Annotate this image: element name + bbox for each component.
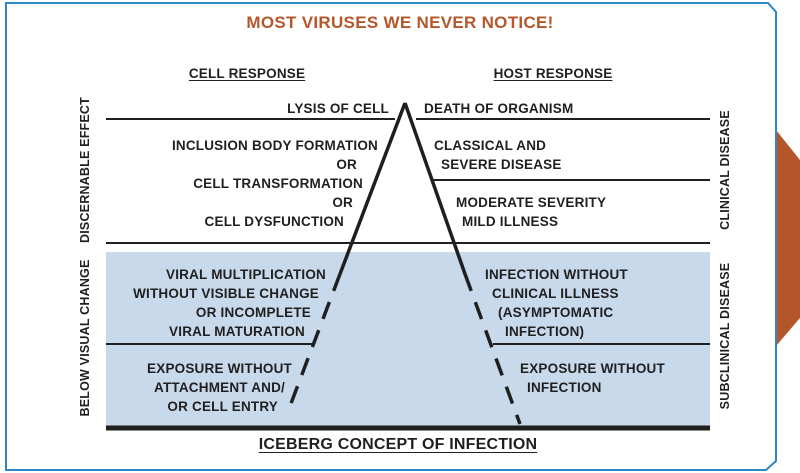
host-classical-line: SEVERE DISEASE bbox=[441, 157, 562, 172]
cell-exposure-line: OR CELL ENTRY bbox=[167, 399, 278, 414]
cell-exposure-line: EXPOSURE WITHOUT bbox=[147, 361, 292, 376]
cell-multiplication-line: VIRAL MATURATION bbox=[169, 324, 305, 339]
host-infection-line: INFECTION) bbox=[505, 324, 585, 339]
folder-tab bbox=[776, 130, 800, 346]
host-response-header: HOST RESPONSE bbox=[493, 66, 613, 81]
side-label-subclinical-disease: SUBCLINICAL DISEASE bbox=[717, 262, 732, 410]
cell-or-label: OR bbox=[332, 195, 353, 210]
cell-response-header: CELL RESPONSE bbox=[188, 66, 306, 81]
host-infection-line: INFECTION WITHOUT bbox=[485, 267, 628, 282]
iceberg-right-dashed bbox=[463, 273, 522, 425]
subclinical-region bbox=[106, 252, 710, 426]
cell-dysfunction-label: CELL DYSFUNCTION bbox=[204, 214, 344, 229]
cell-inclusion-label: INCLUSION BODY FORMATION bbox=[171, 138, 378, 153]
host-classical-line: CLASSICAL AND bbox=[434, 138, 547, 153]
cell-multiplication-line: VIRAL MULTIPLICATION bbox=[166, 267, 326, 282]
diagram-title: MOST VIRUSES WE NEVER NOTICE! bbox=[246, 13, 554, 32]
cell-exposure-line: ATTACHMENT AND/ bbox=[154, 380, 285, 395]
host-moderate-line: MODERATE SEVERITY bbox=[456, 195, 607, 210]
iceberg-right-solid bbox=[403, 102, 467, 275]
side-label-below-visual-change: BELOW VISUAL CHANGE bbox=[77, 259, 92, 417]
cell-or-label: OR bbox=[336, 157, 357, 172]
host-exposure-line: INFECTION bbox=[527, 380, 602, 395]
iceberg-left-dashed bbox=[285, 273, 342, 415]
cell-lysis-label: LYSIS OF CELL bbox=[287, 101, 389, 116]
cell-multiplication-line: WITHOUT VISIBLE CHANGE bbox=[133, 286, 319, 301]
side-label-clinical-disease: CLINICAL DISEASE bbox=[717, 110, 732, 230]
host-exposure-line: EXPOSURE WITHOUT bbox=[520, 361, 665, 376]
cell-multiplication-line: OR INCOMPLETE bbox=[195, 305, 311, 320]
host-infection-line: CLINICAL ILLNESS bbox=[492, 286, 619, 301]
host-death-label: DEATH OF ORGANISM bbox=[424, 101, 574, 116]
side-label-discernable-effect: DISCERNABLE EFFECT bbox=[77, 97, 92, 243]
cell-transformation-label: CELL TRANSFORMATION bbox=[193, 176, 363, 191]
host-infection-line: (ASYMPTOMATIC bbox=[498, 305, 614, 320]
host-moderate-line: MILD ILLNESS bbox=[462, 214, 559, 229]
diagram-caption: ICEBERG CONCEPT OF INFECTION bbox=[258, 436, 538, 453]
iceberg-left-solid bbox=[338, 102, 407, 275]
